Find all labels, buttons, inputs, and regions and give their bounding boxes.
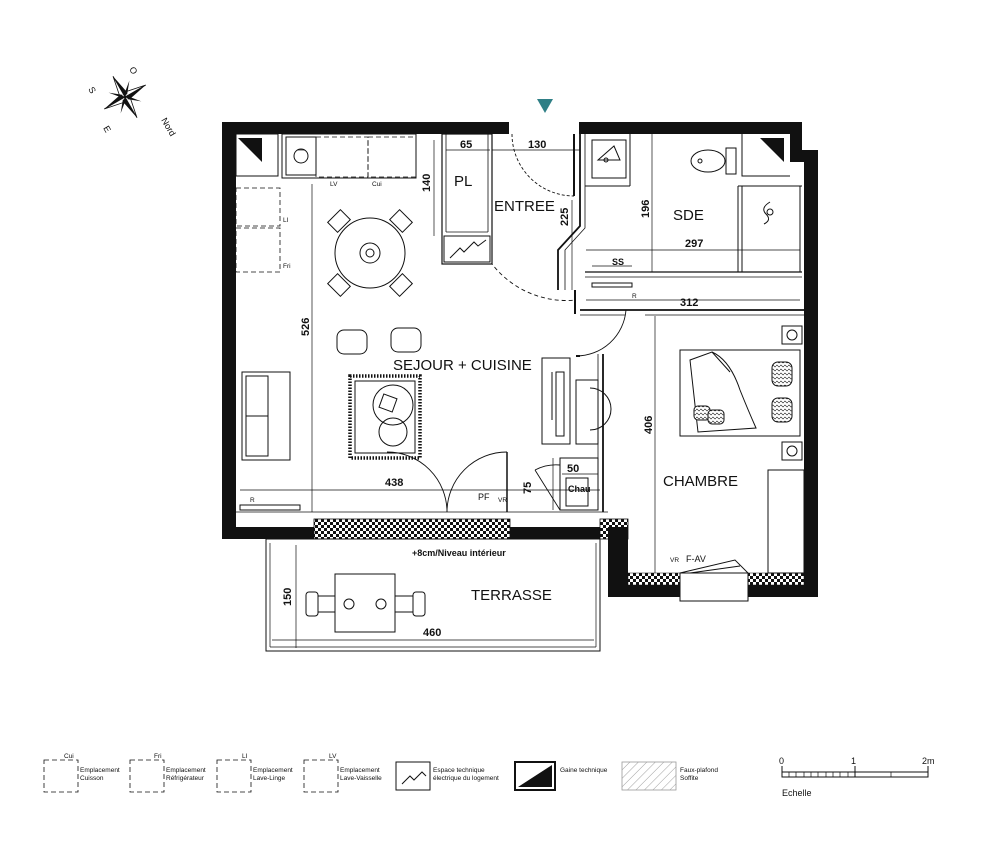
entrance-marker-icon <box>537 99 553 113</box>
compass-north-label: Nord <box>159 116 177 138</box>
legend-cuisson-line1: Emplacement <box>80 767 120 774</box>
legend-espace-technique-icon <box>395 761 431 791</box>
dim-438: 438 <box>385 477 403 489</box>
dim-50: 50 <box>567 463 579 475</box>
label-pf: PF <box>478 492 490 502</box>
legend-code-li: LI <box>242 753 248 760</box>
legend-code-lv: LV <box>329 753 337 760</box>
label-r-sde: R <box>632 293 637 300</box>
terrace <box>265 538 601 652</box>
legend-cuisson-line2: Cuisson <box>80 775 104 782</box>
legend-code-cui: Cui <box>64 753 74 760</box>
room-entree: ENTREE <box>494 198 555 215</box>
interior-walls <box>441 133 805 574</box>
label-chau: Chau <box>568 484 591 494</box>
rug-coffee-table <box>348 374 422 460</box>
sink <box>591 139 627 179</box>
label-ss: SS <box>612 257 624 267</box>
legend-code-fri: Fri <box>154 753 162 760</box>
dim-150: 150 <box>282 588 294 606</box>
label-lv: LV <box>330 181 338 188</box>
dim-297: 297 <box>685 238 703 250</box>
radiator <box>239 504 301 511</box>
dim-75: 75 <box>522 482 534 494</box>
label-fri: Fri <box>283 263 291 270</box>
kitchen-counter <box>235 133 417 273</box>
legend-refrigerateur-line2: Réfrigérateur <box>166 775 205 782</box>
dimension-lines <box>240 134 800 648</box>
scale-tick-1: 1 <box>851 756 856 766</box>
label-niveau: +8cm/Niveau intérieur <box>412 548 506 558</box>
label-vr-chambre: VR <box>670 557 679 564</box>
room-pl: PL <box>454 173 472 190</box>
dim-65: 65 <box>460 139 472 151</box>
compass-rose <box>104 76 146 118</box>
label-r-sejour: R <box>250 497 255 504</box>
legend-lave-linge-line2: Lave-Linge <box>253 775 286 782</box>
legend-faux-plafond-icon <box>621 761 677 791</box>
exterior-walls <box>222 122 818 602</box>
legend-lave-vaisselle-line2: Lave-Vaisselle <box>340 775 382 782</box>
label-li: LI <box>283 217 289 224</box>
bed <box>679 349 801 437</box>
legend-lave-linge-icon <box>216 759 252 793</box>
compass-west-label: O <box>127 65 139 76</box>
dim-526: 526 <box>300 318 312 336</box>
legend-faux-plafond-line1: Faux-plafond <box>680 767 718 774</box>
legend-gaine-technique-icon <box>514 761 556 791</box>
dining-table <box>326 208 414 298</box>
label-cui: Cui <box>372 181 382 188</box>
room-chambre: CHAMBRE <box>663 473 738 490</box>
legend-lave-linge-line1: Emplacement <box>253 767 293 774</box>
dim-140: 140 <box>421 174 433 192</box>
toilet <box>690 147 737 175</box>
label-fav: F-AV <box>686 554 706 564</box>
compass-south-label: S <box>86 85 98 95</box>
legend-refrigerateur-icon <box>129 759 165 793</box>
legend-faux-plafond-line2: Soffite <box>680 775 699 782</box>
room-terrasse: TERRASSE <box>471 587 552 604</box>
electric-panel-icon <box>449 239 487 259</box>
scale-label: Echelle <box>782 788 812 798</box>
tv-unit <box>541 357 612 445</box>
legend-cuisson-icon <box>43 759 79 793</box>
gaine-technique-icon <box>238 138 262 162</box>
scale-tick-0: 0 <box>779 756 784 766</box>
legend: Cui Emplacement Cuisson Fri Emplacement … <box>43 753 718 793</box>
dim-312: 312 <box>680 297 698 309</box>
legend-espace-technique-line1: Espace technique <box>433 767 485 774</box>
dim-460: 460 <box>423 627 441 639</box>
sofa <box>241 371 291 461</box>
gaine-technique-sde-icon <box>760 138 784 162</box>
room-sde: SDE <box>673 207 704 224</box>
dim-406: 406 <box>643 416 655 434</box>
nightstands <box>781 325 803 461</box>
shower <box>741 185 801 273</box>
dim-225: 225 <box>559 208 571 226</box>
legend-lave-vaisselle-icon <box>303 759 339 793</box>
dim-196: 196 <box>640 200 652 218</box>
towel-radiator <box>591 282 633 288</box>
room-sejour: SEJOUR + CUISINE <box>393 357 532 374</box>
scale-tick-2: 2m <box>922 756 935 766</box>
doors <box>386 133 749 574</box>
armchairs <box>336 327 422 355</box>
dim-130: 130 <box>528 139 546 151</box>
compass-east-label: E <box>101 124 113 134</box>
scale-bar <box>781 766 929 778</box>
legend-refrigerateur-line1: Emplacement <box>166 767 206 774</box>
legend-espace-technique-line2: électrique du logement <box>433 775 499 782</box>
legend-lave-vaisselle-line1: Emplacement <box>340 767 380 774</box>
legend-gaine-technique-line1: Gaine technique <box>560 767 608 774</box>
terrace-table <box>305 573 426 633</box>
label-vr-sejour: VR <box>498 497 507 504</box>
